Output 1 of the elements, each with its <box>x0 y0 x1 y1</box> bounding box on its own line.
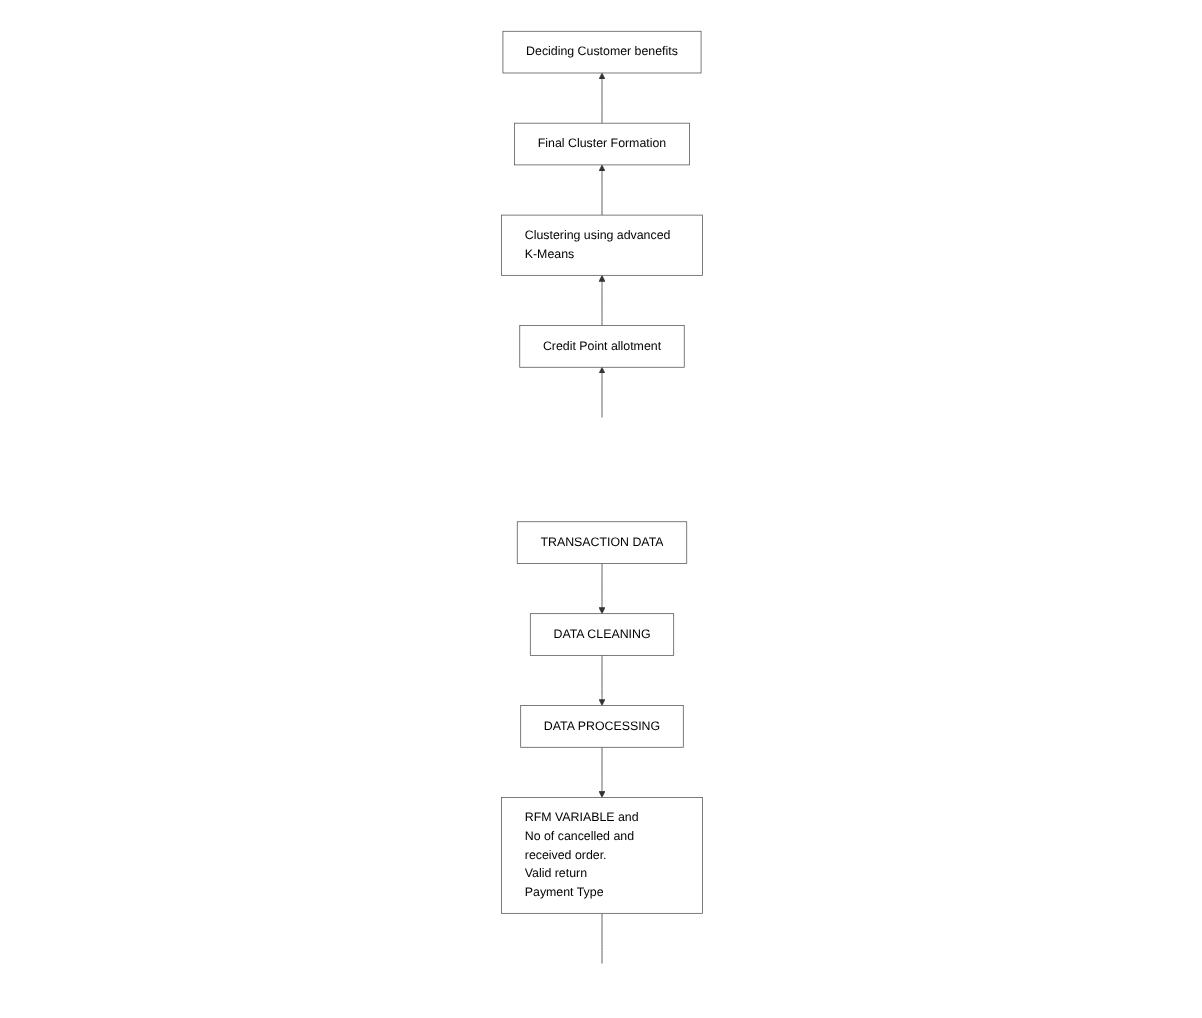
connector <box>600 912 602 964</box>
